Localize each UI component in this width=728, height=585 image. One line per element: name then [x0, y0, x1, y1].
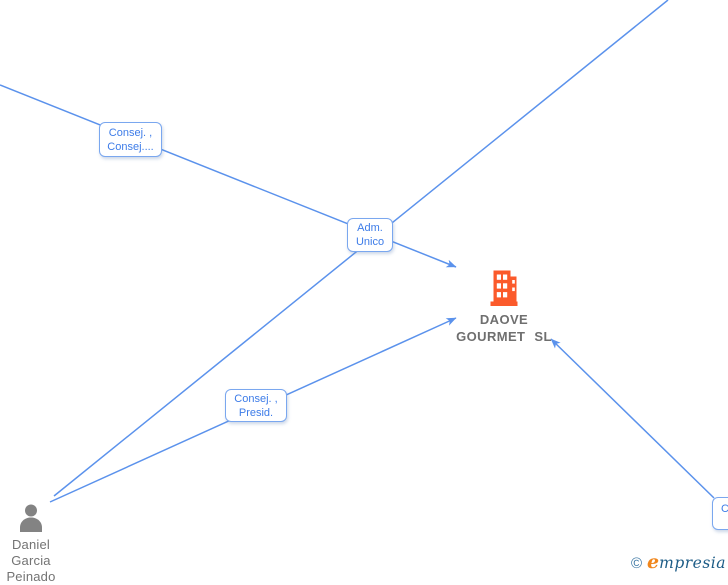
relationship-label-line: Unico — [355, 236, 385, 248]
company-node-daove-gourmet[interactable] — [490, 270, 518, 307]
relationship-label-adm-unico[interactable]: Adm. Unico — [347, 218, 393, 252]
brand-letter-e: e — [647, 551, 660, 573]
person-name[interactable]: Daniel Garcia Peinado — [1, 537, 61, 585]
relationship-label-line: Consej.... — [107, 140, 154, 153]
relationship-label-partial-right[interactable]: C — [712, 497, 728, 530]
relationship-label-line: Adm. — [357, 222, 383, 234]
company-name[interactable]: DAOVE GOURMET SL — [429, 311, 579, 345]
person-name-line1: Daniel — [11, 537, 51, 552]
empresia-logo[interactable]: © e mpresia — [631, 551, 726, 573]
relationship-label-consej-presid[interactable]: Consej. , Presid. — [225, 389, 287, 422]
person-name-line2: Garcia — [11, 553, 51, 568]
brand-text: mpresia — [659, 554, 726, 572]
relationship-label-line: Presid. — [238, 406, 274, 419]
edge-right-to-company — [550, 338, 715, 499]
person-node-daniel-garcia[interactable] — [16, 503, 46, 533]
building-icon — [490, 270, 518, 306]
relationship-label-line: Consej. , — [108, 126, 153, 139]
company-name-line1: DAOVE — [479, 312, 529, 327]
person-icon — [20, 504, 42, 532]
company-name-line2: GOURMET SL — [456, 329, 552, 344]
person-name-line3: Peinado — [6, 569, 56, 584]
relationship-label-line: C — [721, 503, 728, 515]
copyright-icon: © — [630, 555, 643, 572]
relationship-label-line: Consej. , — [234, 392, 278, 405]
relationship-label-consej-consej[interactable]: Consej. , Consej.... — [99, 122, 162, 157]
